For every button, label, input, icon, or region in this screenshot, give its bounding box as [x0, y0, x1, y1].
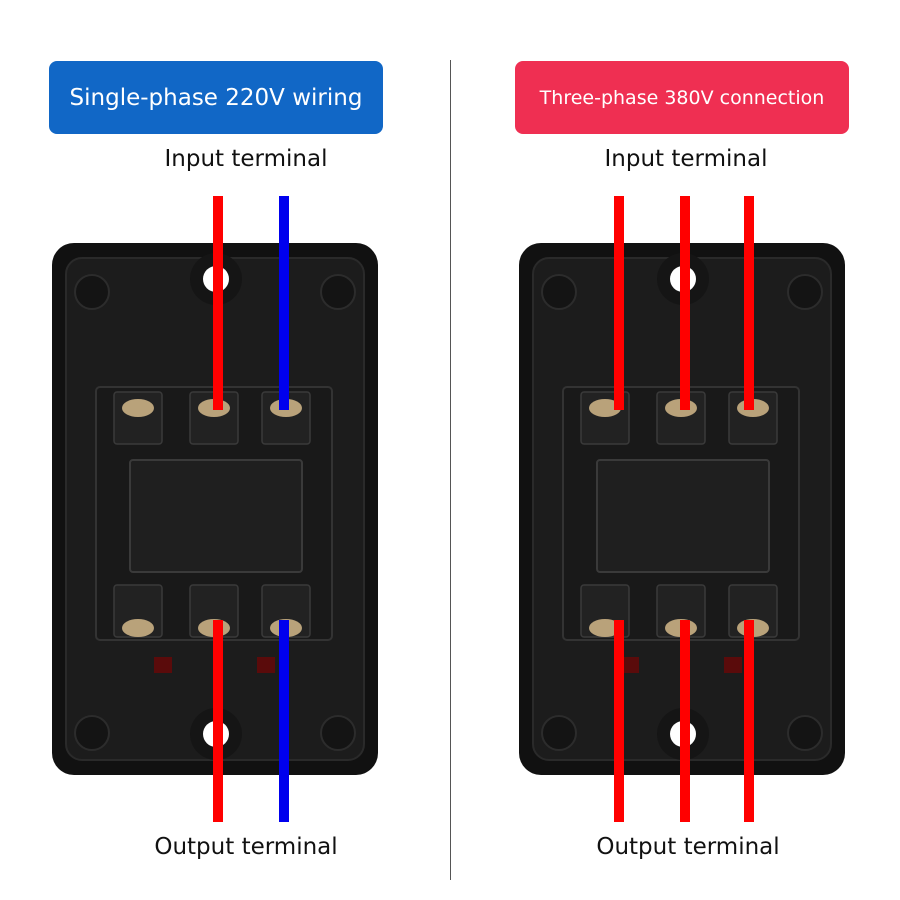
corner-boss: [541, 274, 577, 310]
input-wire: [213, 196, 223, 410]
terminal-screw: [122, 619, 154, 637]
corner-boss: [320, 274, 356, 310]
indicator-window: [154, 657, 172, 673]
corner-boss: [320, 715, 356, 751]
right-wires: [614, 196, 754, 822]
indicator-window: [621, 657, 639, 673]
corner-boss: [787, 715, 823, 751]
terminal-screw: [589, 619, 621, 637]
corner-boss: [541, 715, 577, 751]
output-wire: [213, 620, 223, 822]
terminal-screw: [122, 399, 154, 417]
rating-plate: [596, 459, 770, 573]
output-wire: [279, 620, 289, 822]
panel-divider: [450, 60, 451, 880]
corner-boss: [74, 715, 110, 751]
right-output-terminal-label: Output terminal: [596, 834, 780, 860]
indicator-window: [257, 657, 275, 673]
input-wire: [614, 196, 624, 410]
three-phase-title-badge: Three-phase 380V connection: [515, 61, 849, 134]
input-wire: [279, 196, 289, 410]
corner-boss: [787, 274, 823, 310]
output-wire: [744, 620, 754, 822]
left-output-terminal-label: Output terminal: [154, 834, 338, 860]
terminal-screw: [589, 399, 621, 417]
input-wire: [680, 196, 690, 410]
indicator-window: [724, 657, 742, 673]
left-wires: [213, 196, 289, 822]
output-wire: [614, 620, 624, 822]
input-wire: [744, 196, 754, 410]
single-phase-title-badge: Single-phase 220V wiring: [49, 61, 383, 134]
right-switch-housing: [519, 243, 845, 775]
right-input-terminal-label: Input terminal: [604, 146, 768, 172]
left-input-terminal-label: Input terminal: [164, 146, 328, 172]
rating-plate: [129, 459, 303, 573]
output-wire: [680, 620, 690, 822]
corner-boss: [74, 274, 110, 310]
left-switch-housing: [52, 243, 378, 775]
